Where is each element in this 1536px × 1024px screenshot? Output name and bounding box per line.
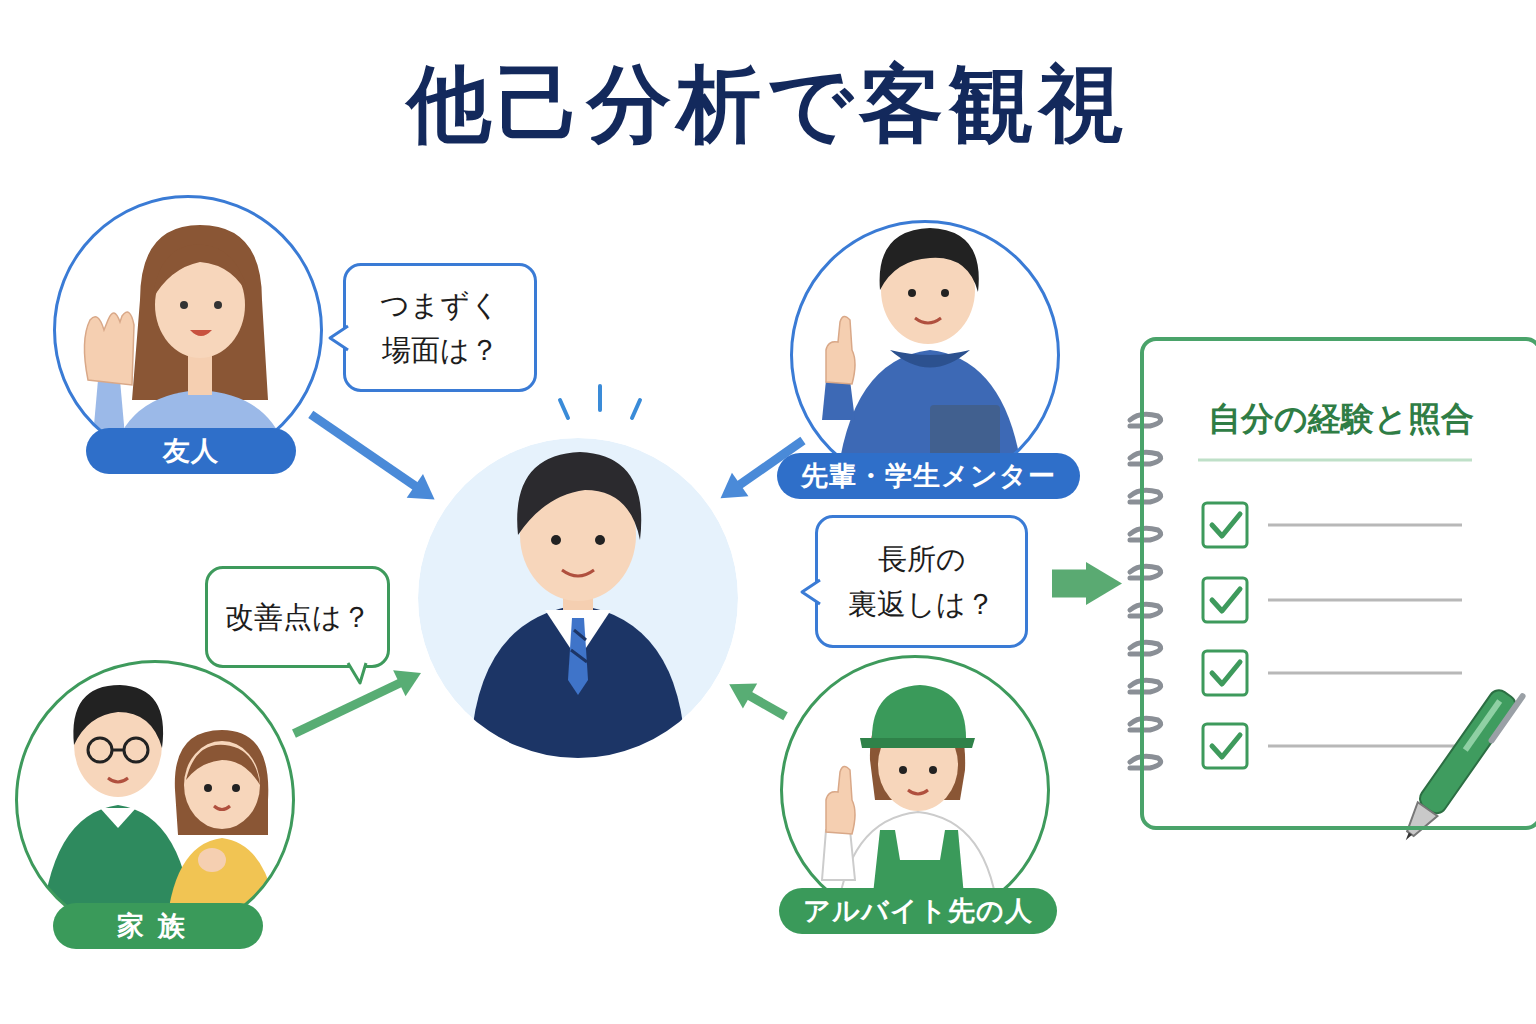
checklist bbox=[1203, 503, 1462, 768]
person-circle: 先輩・学生メンター bbox=[790, 220, 1060, 490]
ring bbox=[1130, 718, 1161, 730]
family-figure bbox=[17, 662, 293, 950]
notebook-title: 自分の経験と照合 bbox=[1144, 397, 1536, 442]
arrow-head bbox=[721, 473, 749, 499]
speech-bubble: 改善点は？ bbox=[205, 566, 390, 668]
pen bbox=[1394, 678, 1526, 849]
check-mark bbox=[1212, 514, 1240, 536]
name-pill: 先輩・学生メンター bbox=[777, 453, 1080, 499]
ring bbox=[1130, 680, 1161, 692]
arrow-shaft bbox=[746, 694, 786, 717]
tail-shape bbox=[348, 663, 366, 683]
bubble-text: つまずく 場面は？ bbox=[358, 283, 522, 373]
checkbox bbox=[1203, 651, 1247, 695]
arrow-connector bbox=[729, 684, 785, 717]
ring bbox=[1130, 490, 1161, 502]
ring bbox=[1130, 528, 1161, 540]
check-mark bbox=[1212, 735, 1240, 757]
arrow-head bbox=[393, 670, 421, 696]
name-pill: 家族 bbox=[53, 903, 263, 949]
arrow-shaft bbox=[294, 681, 404, 733]
bubble-tail bbox=[818, 518, 828, 528]
ring bbox=[1130, 566, 1161, 578]
blank-line bbox=[1268, 672, 1462, 675]
diagram-title: 他己分析で客観視 bbox=[0, 48, 1536, 162]
header-rule bbox=[1198, 459, 1472, 462]
notebook-rings bbox=[1130, 414, 1161, 768]
checkbox bbox=[1203, 503, 1247, 547]
emphasis-lines bbox=[560, 386, 640, 418]
arrow-connector bbox=[311, 414, 435, 499]
checkbox bbox=[1203, 724, 1247, 768]
tail-shape bbox=[802, 580, 820, 604]
blank-line bbox=[1268, 524, 1462, 527]
person-circle: アルバイト先の人 bbox=[780, 655, 1050, 925]
arrow-head bbox=[1086, 562, 1122, 605]
notebook: 自分の経験と照合 bbox=[1140, 337, 1536, 830]
checkbox bbox=[1203, 578, 1247, 622]
arrow-head bbox=[407, 474, 435, 499]
speech-bubble: 長所の 裏返しは？ bbox=[815, 515, 1028, 648]
arrow-head bbox=[729, 684, 757, 709]
ring bbox=[1130, 414, 1161, 426]
bubble-text: 長所の 裏返しは？ bbox=[830, 537, 1013, 627]
person-circle bbox=[418, 438, 738, 758]
ring bbox=[1130, 642, 1161, 654]
person-circle: 友人 bbox=[53, 195, 323, 465]
name-pill: アルバイト先の人 bbox=[779, 888, 1057, 934]
arrow-shaft bbox=[1052, 570, 1086, 598]
speech-bubble: つまずく 場面は？ bbox=[343, 263, 537, 392]
bubble-text: 改善点は？ bbox=[225, 595, 371, 640]
ring bbox=[1130, 452, 1161, 464]
blank-line bbox=[1268, 599, 1462, 602]
person-circle: 家族 bbox=[15, 660, 295, 940]
tail-shape bbox=[330, 326, 348, 350]
bubble-tail bbox=[346, 266, 356, 276]
check-mark bbox=[1212, 589, 1240, 611]
blank-line bbox=[1268, 745, 1462, 748]
name-pill: 友人 bbox=[86, 428, 296, 474]
student-figure bbox=[418, 438, 738, 770]
ring bbox=[1130, 756, 1161, 768]
arrow-connector bbox=[1052, 562, 1122, 605]
check-mark bbox=[1212, 662, 1240, 684]
ring bbox=[1130, 604, 1161, 616]
arrow-shaft bbox=[311, 414, 419, 488]
bubble-tail bbox=[208, 665, 218, 675]
